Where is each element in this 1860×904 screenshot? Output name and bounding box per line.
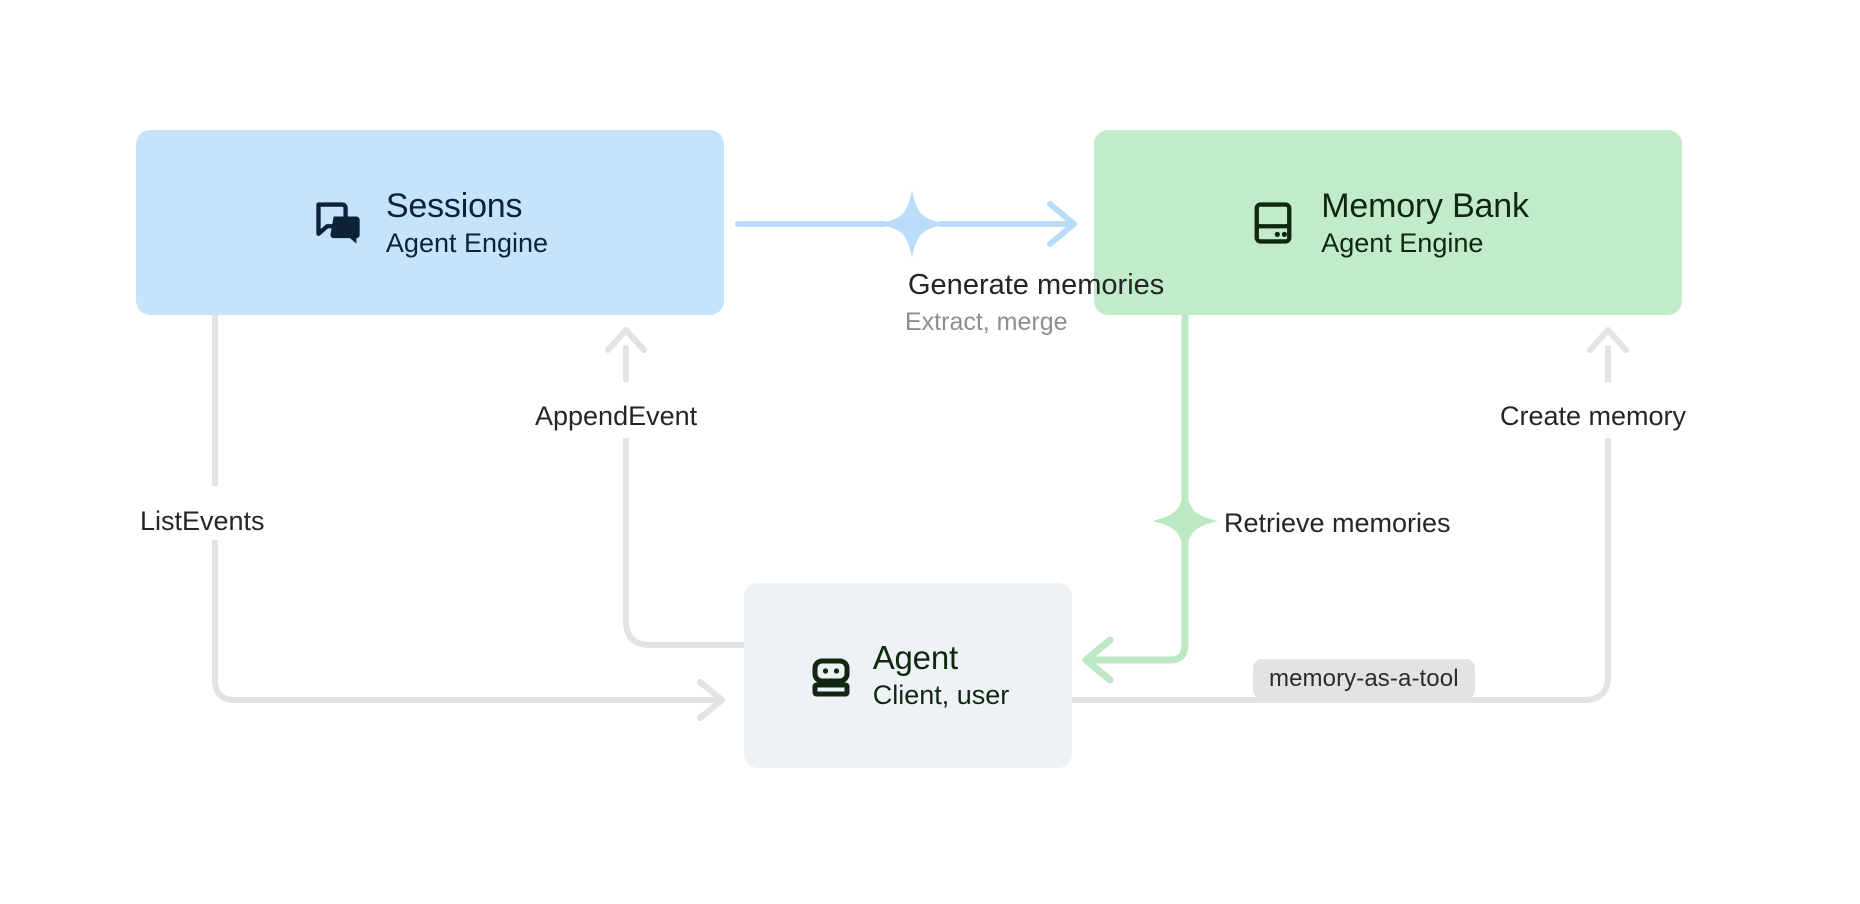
edge-append-event [605, 327, 747, 648]
node-agent-subtitle: Client, user [872, 680, 1010, 711]
line-gap-append-event [596, 382, 658, 438]
node-agent-title: Agent [872, 639, 958, 677]
node-memory-bank-text: Memory Bank Agent Engine [1321, 186, 1529, 260]
node-memory-bank-title: Memory Bank [1321, 186, 1529, 225]
node-sessions-title: Sessions [385, 186, 523, 225]
edge-generate-memories [735, 190, 1077, 258]
sparkle-icon [879, 190, 945, 258]
edge-label-list-events: ListEvents [140, 506, 265, 536]
line-gap-list-events [182, 486, 248, 540]
node-sessions-text: Sessions Agent Engine [386, 186, 548, 260]
node-sessions[interactable]: Sessions Agent Engine [136, 130, 724, 315]
node-sessions-subtitle: Agent Engine [385, 227, 549, 258]
node-agent-text: Agent Client, user [873, 639, 1010, 712]
sparkle-icon [1152, 487, 1218, 555]
robot-icon [812, 658, 850, 696]
edge-create-memory [1069, 327, 1629, 703]
line-gap-create-memory [1578, 382, 1640, 438]
edge-label-append-event: AppendEvent [535, 401, 698, 431]
edge-label-retrieve-memories: Retrieve memories [1224, 508, 1451, 538]
node-memory-bank[interactable]: Memory Bank Agent Engine [1094, 130, 1682, 315]
badge-memory-as-a-tool: memory-as-a-tool [1253, 659, 1475, 699]
database-drive-icon [1254, 201, 1292, 244]
edge-label-generate-memories: Generate memories [908, 269, 1165, 301]
edge-retrieve-memories [1082, 311, 1218, 684]
node-agent[interactable]: Agent Client, user [744, 583, 1072, 768]
edge-sublabel-generate-memories: Extract, merge [905, 308, 1068, 336]
chat-bubbles-icon [316, 201, 360, 244]
node-memory-bank-subtitle: Agent Engine [1321, 227, 1484, 258]
edge-label-create-memory: Create memory [1500, 401, 1687, 431]
edge-list-events [212, 312, 725, 721]
